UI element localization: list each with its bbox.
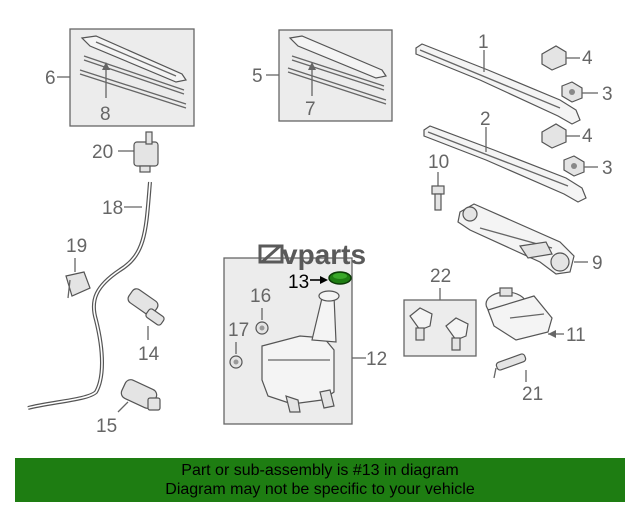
grommet-16[interactable] [255, 321, 269, 335]
vparts-logo: vparts [258, 239, 366, 270]
logo-text: vparts [282, 239, 366, 270]
arm-nut-3-lower[interactable] [563, 155, 585, 177]
callout-20: 20 [92, 142, 113, 163]
callout-8: 8 [100, 104, 111, 125]
callout-15: 15 [96, 416, 117, 437]
wiper-motor-11[interactable] [485, 287, 553, 341]
callout-17: 17 [228, 320, 249, 341]
wiper-blade-box-5[interactable] [278, 29, 393, 122]
callout-7: 7 [305, 99, 316, 120]
callout-3-lower: 3 [602, 158, 613, 179]
parts-diagram: 6 8 5 7 1 4 3 2 4 [27, 28, 613, 437]
callout-1: 1 [478, 32, 489, 53]
wiper-linkage-9[interactable] [457, 203, 575, 275]
callout-12: 12 [366, 349, 387, 370]
callout-6: 6 [45, 68, 56, 89]
washer-motor-15[interactable] [119, 378, 161, 411]
wiper-arm-1[interactable] [415, 43, 581, 125]
callout-19: 19 [66, 236, 87, 257]
banner-line-1: Part or sub-assembly is #13 in diagram [181, 462, 459, 479]
arm-cap-4-lower[interactable] [541, 123, 567, 149]
banner-line-2: Diagram may not be specific to your vehi… [165, 481, 475, 498]
washer-pump-20[interactable] [133, 131, 159, 173]
callout-13: 13 [288, 272, 309, 293]
bolt-10[interactable] [431, 185, 445, 211]
grommet-17[interactable] [229, 355, 243, 369]
wiper-blade-box-6[interactable] [69, 28, 195, 127]
info-banner: Part or sub-assembly is #13 in diagram D… [15, 458, 625, 502]
callout-3-upper: 3 [602, 84, 613, 105]
callout-2: 2 [480, 109, 491, 130]
callout-9: 9 [592, 253, 603, 274]
hose-joint-21[interactable] [493, 353, 527, 379]
washer-nozzle-box-22[interactable] [403, 299, 477, 357]
hose-clip-19[interactable] [65, 271, 91, 299]
washer-reservoir-box-12[interactable] [223, 257, 353, 425]
callout-11: 11 [566, 325, 586, 346]
callout-5: 5 [252, 66, 263, 87]
wiper-arm-2[interactable] [423, 125, 587, 203]
callout-14: 14 [138, 344, 160, 365]
callout-4-upper: 4 [582, 48, 593, 69]
arm-nut-3-upper[interactable] [561, 81, 583, 103]
callout-21: 21 [522, 384, 543, 405]
callout-10: 10 [428, 152, 449, 173]
callout-16: 16 [250, 286, 271, 307]
callout-22: 22 [430, 266, 451, 287]
callout-18: 18 [102, 198, 123, 219]
reservoir-cap-13-highlighted[interactable] [328, 271, 352, 285]
level-sensor-14[interactable] [126, 287, 165, 326]
callout-4-lower: 4 [582, 126, 593, 147]
arm-cap-4-upper[interactable] [541, 45, 567, 71]
